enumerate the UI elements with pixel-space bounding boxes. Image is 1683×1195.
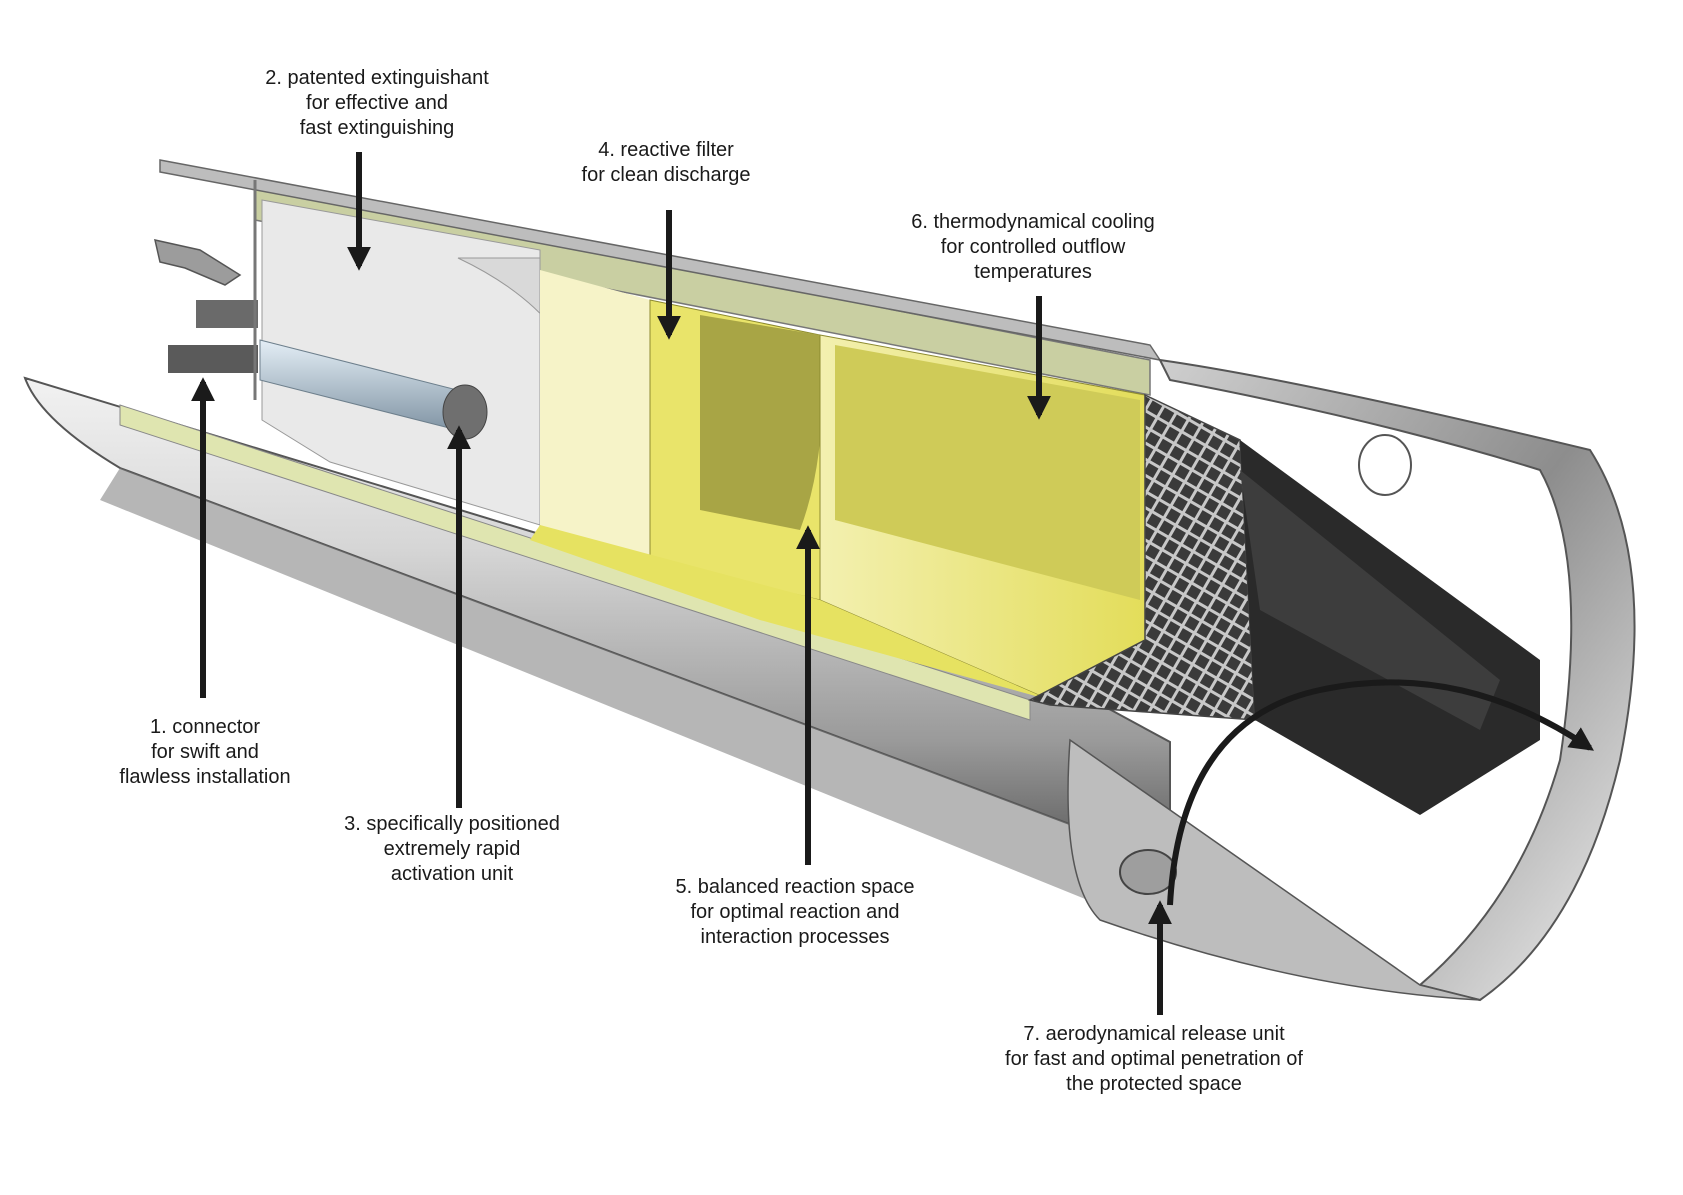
release-cone-highlight (1240, 470, 1500, 730)
shell-lower-band (100, 468, 1170, 930)
activation-rod-tip (442, 384, 488, 440)
label-extinguishant: 2. patented extinguishant for effective … (265, 67, 489, 139)
reaction-floor (530, 525, 1050, 700)
reaction-space-back (835, 345, 1140, 600)
nozzle-port-upper (1358, 434, 1412, 496)
pointer-arrows (191, 152, 1594, 1015)
reactive-filter-shadow (700, 315, 823, 530)
label-activation: 3. specifically positioned extremely rap… (344, 813, 560, 885)
nozzle-shell (1158, 358, 1636, 1002)
label-cooling: 6. thermodynamical cooling for controlle… (911, 211, 1155, 283)
connector-hardware (154, 180, 258, 400)
label-release-unit: 7. aerodynamical release unit for fast a… (1005, 1023, 1303, 1095)
transition-glow (540, 270, 650, 560)
arrow-flow-curve (1167, 679, 1594, 906)
label-connector: 1. connector for swift and flawless inst… (119, 716, 291, 788)
label-filter: 4. reactive filter for clean discharge (581, 139, 751, 186)
nozzle-port-lower (1119, 849, 1177, 895)
label-reaction-space: 5. balanced reaction space for optimal r… (675, 876, 915, 948)
